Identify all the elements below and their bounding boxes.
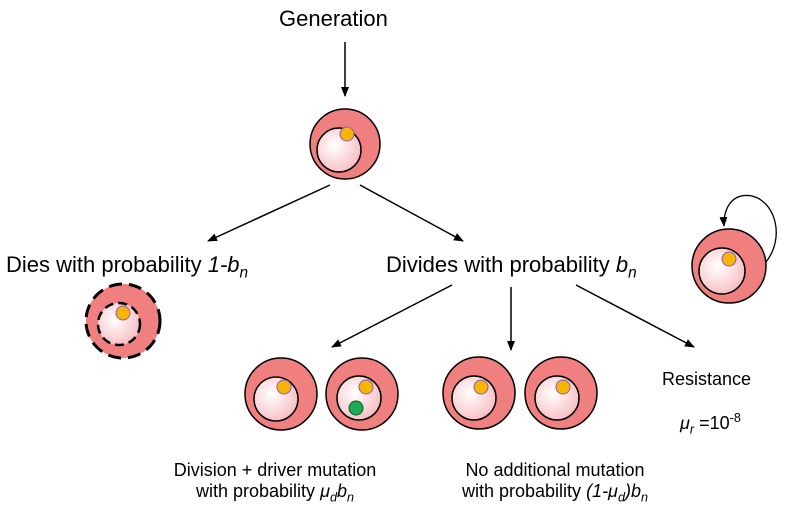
no-mutation-caption-text: with probability <box>462 480 587 501</box>
title-generation: Generation <box>279 6 388 31</box>
driver-caption: Division + driver mutation with probabil… <box>140 460 410 505</box>
dies-prob: 1-b <box>207 252 240 277</box>
no-mutation-caption-line1: No additional mutation <box>465 460 645 480</box>
driver-caption-text: with probability <box>196 480 321 501</box>
dies-prob-sub: n <box>239 264 249 282</box>
resistance-symbol-sub: r <box>689 422 695 437</box>
cell-driver-right <box>325 357 399 431</box>
self-loop-arrow <box>719 194 777 263</box>
divides-label: Divides with probability bn <box>386 252 637 281</box>
no-mutation-caption-sub: d <box>617 490 625 505</box>
driver-caption-mu: μ <box>320 480 330 501</box>
no-mutation-caption-open: (1-μ <box>586 480 618 501</box>
driver-caption-line1: Division + driver mutation <box>173 460 377 480</box>
arrow-to-driver-mutation <box>331 284 453 348</box>
no-mutation-caption-b-sub: n <box>640 490 648 505</box>
dies-text: Dies with probability <box>6 252 208 277</box>
no-mutation-caption-b: b <box>630 480 641 501</box>
driver-caption-mu-sub: d <box>329 490 337 505</box>
divides-prob: b <box>615 252 629 277</box>
cell-generation <box>309 108 381 180</box>
divides-text: Divides with probability <box>386 252 616 277</box>
driver-mutation-marker <box>348 400 364 416</box>
driver-caption-b-sub: n <box>346 490 354 505</box>
cell-dying <box>84 282 162 360</box>
arrow-to-resistance <box>575 284 695 348</box>
cell-nomut-left <box>442 356 516 430</box>
driver-caption-b: b <box>336 480 347 501</box>
no-mutation-caption: No additional mutation with probability … <box>425 460 685 505</box>
resistance-label: Resistance <box>662 369 752 389</box>
resistance-exp: -8 <box>729 411 741 425</box>
cell-nomut-right <box>524 356 598 430</box>
arrow-to-dies <box>207 184 331 242</box>
no-mutation-caption-close: ) <box>624 480 631 501</box>
arrow-to-divides <box>359 184 464 242</box>
resistance-rate: μr =10-8 <box>680 411 741 437</box>
dies-label: Dies with probability 1-bn <box>6 252 248 281</box>
cell-resistant <box>691 228 767 304</box>
no-mutation-caption-line2: with probability (1-μd)bn <box>425 480 685 505</box>
resistance-symbol: μ <box>680 413 690 433</box>
driver-caption-line2: with probability μdbn <box>140 480 410 505</box>
divides-prob-sub: n <box>628 264 637 282</box>
resistance-eq: =10 <box>694 413 730 433</box>
cell-driver-left <box>244 357 318 431</box>
